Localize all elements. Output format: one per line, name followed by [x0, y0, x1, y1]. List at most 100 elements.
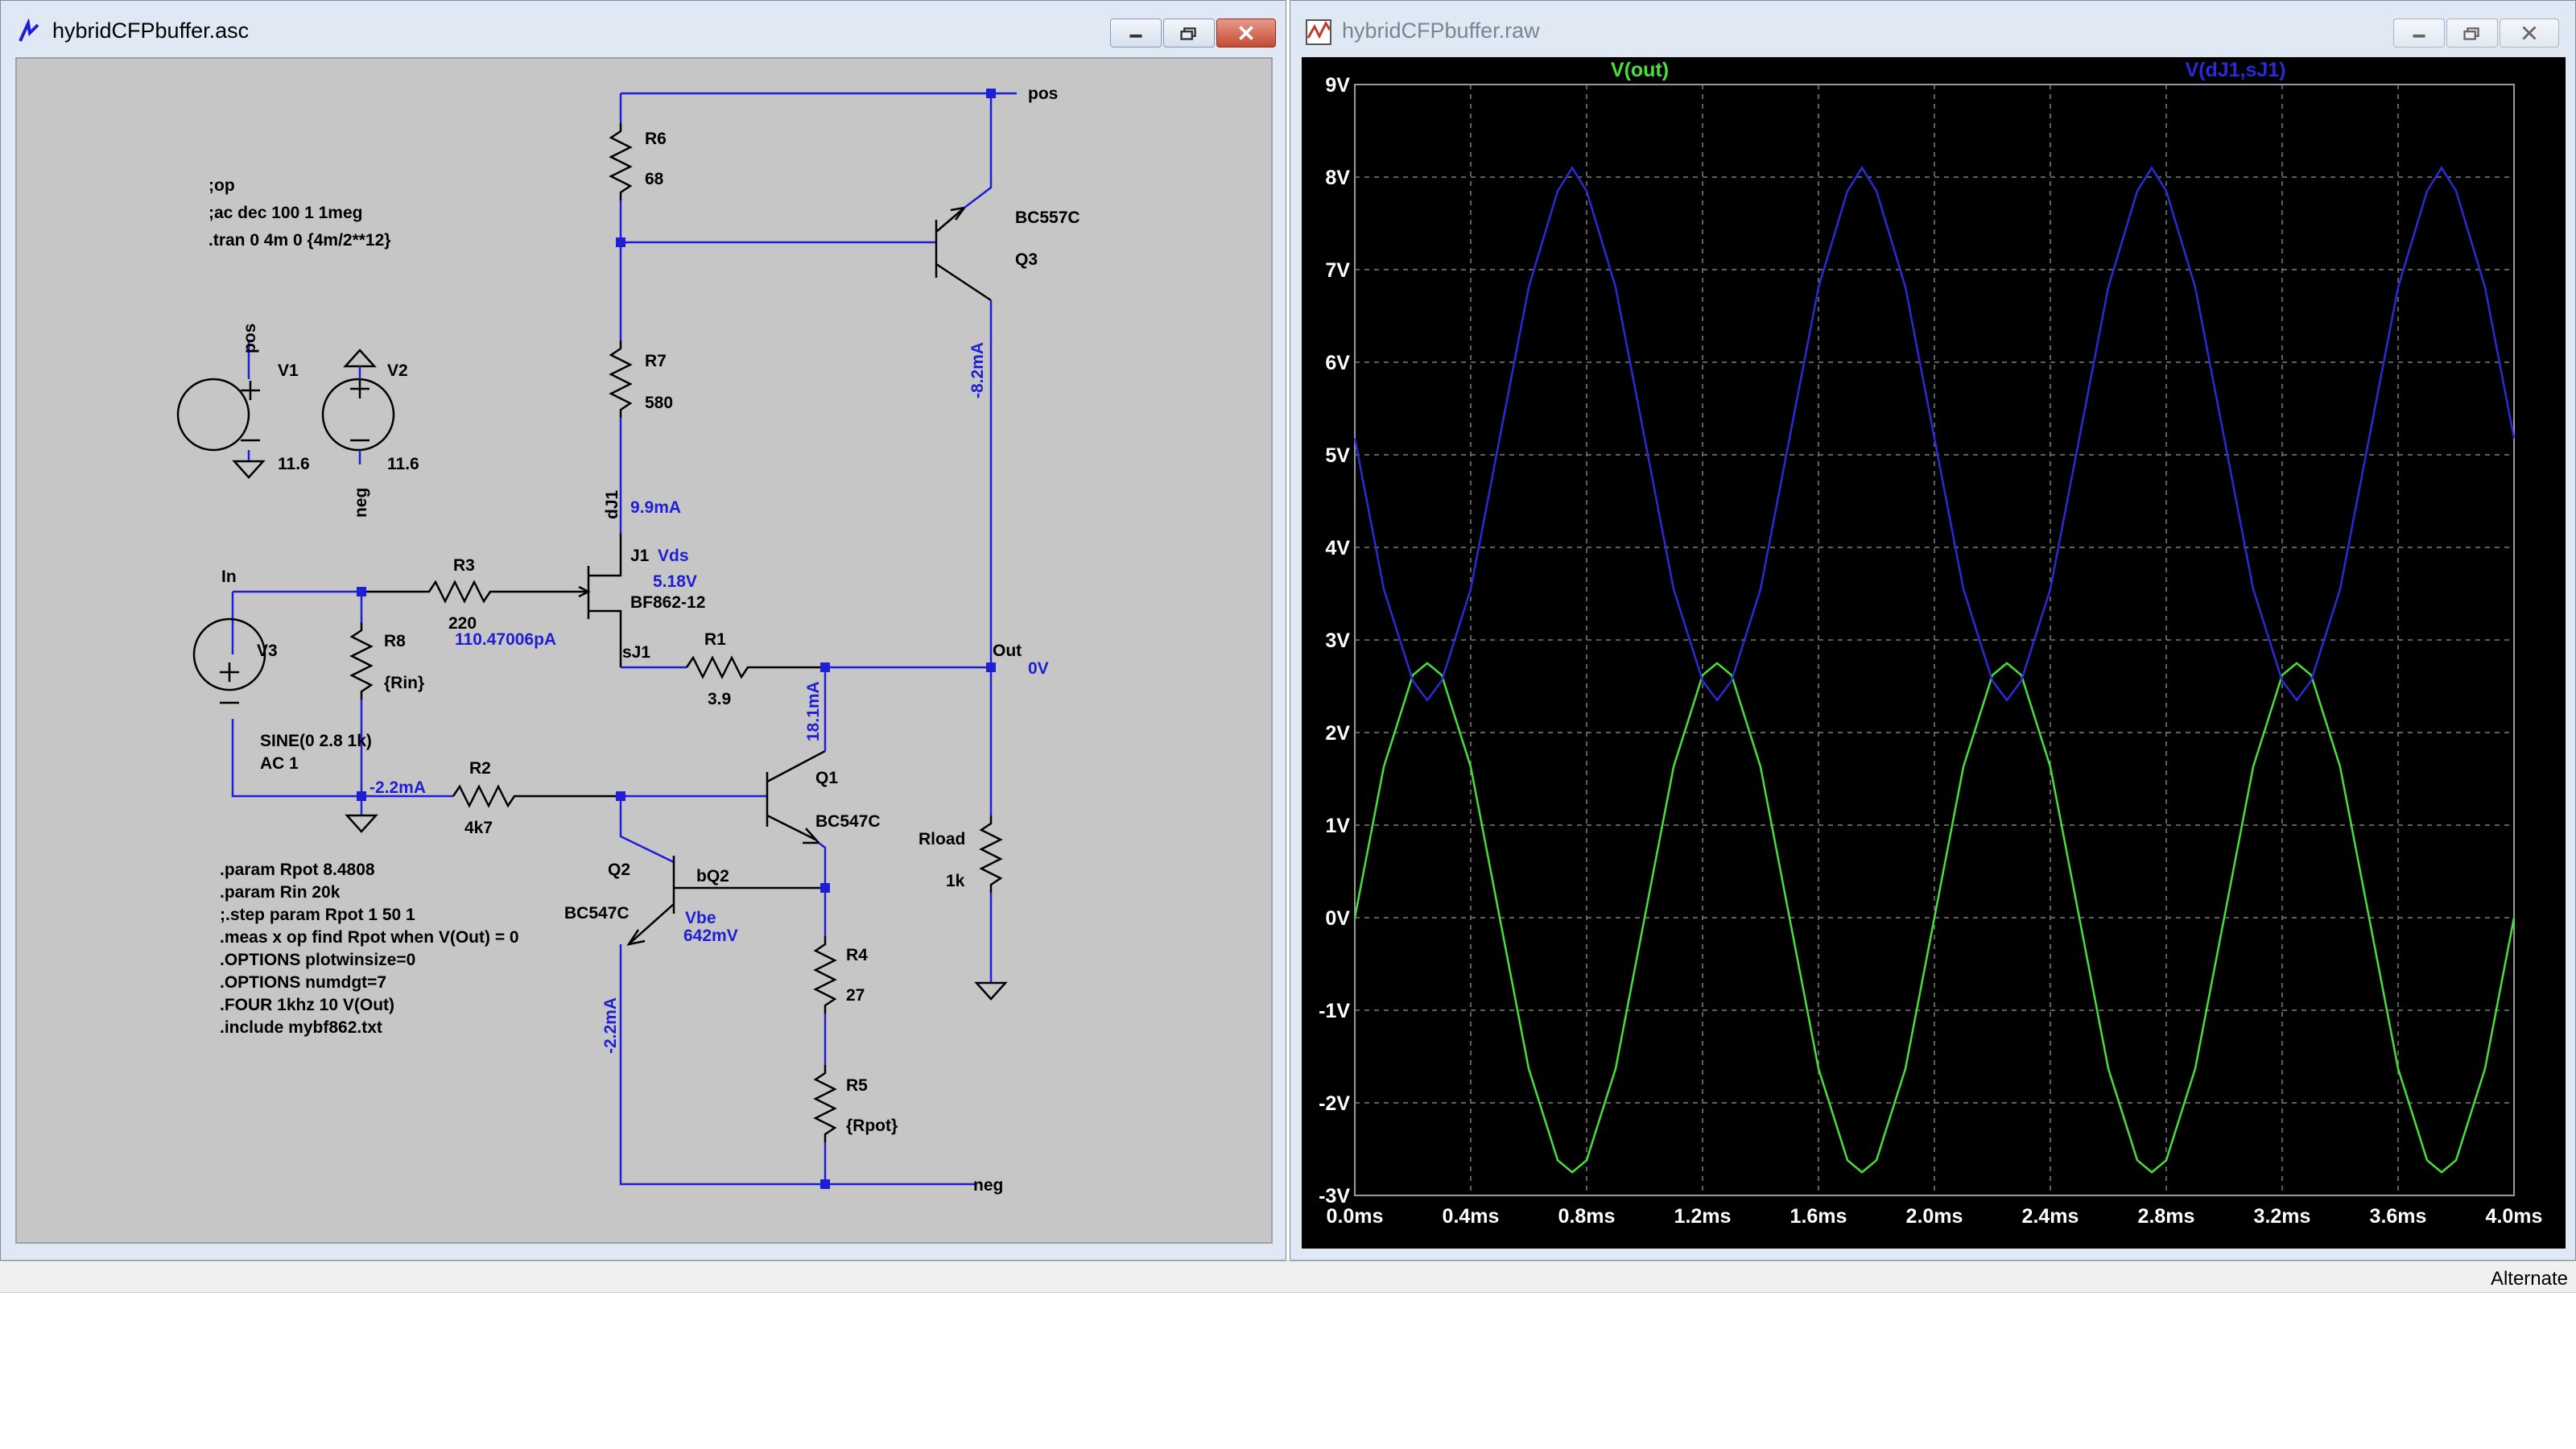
directive-tran: .tran 0 4m 0 {4m/2**12}	[208, 231, 390, 250]
restore-icon	[2463, 27, 2479, 40]
net-label-neg-v2: neg	[352, 488, 370, 518]
param-directive-4: .OPTIONS plotwinsize=0	[220, 951, 415, 969]
x-tick-label: 0.8ms	[1558, 1205, 1616, 1228]
q1-model: BC547C	[815, 812, 881, 831]
minimize-icon	[2413, 34, 2425, 38]
param-directive-1: .param Rin 20k	[220, 883, 341, 902]
net-label-bq2: bQ2	[696, 867, 729, 886]
y-tick-label: 5V	[1325, 444, 1350, 467]
r3-resistor-symbol	[361, 580, 569, 604]
r8-value: {Rin}	[384, 674, 424, 692]
x-tick-label: 2.4ms	[2022, 1205, 2079, 1228]
q3-transistor-symbol	[935, 207, 992, 302]
v1-value: 11.6	[278, 455, 310, 473]
j1-jfet-symbol	[587, 534, 622, 667]
restore-icon	[1180, 27, 1196, 40]
j1-gate-arrow	[569, 585, 591, 598]
annotation-gate-current: 110.47006pA	[455, 630, 556, 649]
v3-value: SINE(0 2.8 1k)	[260, 732, 372, 750]
x-tick-label: 3.6ms	[2370, 1205, 2427, 1228]
y-tick-label: 1V	[1325, 815, 1350, 837]
wire	[231, 719, 361, 798]
y-tick-label: 9V	[1325, 74, 1350, 97]
maximize-button[interactable]	[2446, 19, 2498, 47]
q2-transistor-symbol	[628, 856, 825, 945]
param-directive-5: .OPTIONS numdgt=7	[220, 973, 386, 992]
y-tick-label: 8V	[1325, 167, 1350, 189]
minimize-button[interactable]	[2393, 19, 2445, 47]
maximize-button[interactable]	[1163, 19, 1215, 47]
schematic-drawing: ;op ;ac dec 100 1 1meg .tran 0 4m 0 {4m/…	[176, 85, 1080, 1195]
net-label-sj1: sJ1	[622, 643, 650, 662]
y-tick-label: -2V	[1319, 1092, 1350, 1115]
rload-name: Rload	[919, 830, 965, 848]
trace-label[interactable]: V(out)	[1611, 59, 1669, 81]
q3-name: Q3	[1015, 250, 1038, 269]
net-label-out: Out	[993, 642, 1022, 660]
v3-plus	[220, 663, 239, 682]
annotation-r2-current: -2.2mA	[369, 778, 426, 797]
schematic-window-title: hybridCFPbuffer.asc	[52, 19, 250, 43]
annotation-vbe-label: Vbe	[685, 909, 716, 927]
x-tick-label: 3.2ms	[2254, 1205, 2311, 1228]
waveform-app-icon	[1306, 19, 1331, 45]
wire	[619, 944, 825, 1186]
r8-resistor-symbol	[349, 622, 374, 700]
r7-name: R7	[645, 352, 667, 370]
waveform-titlebar[interactable]: hybridCFPbuffer.raw	[1290, 1, 2575, 62]
y-tick-label: 6V	[1325, 352, 1350, 374]
v3-name: V3	[257, 642, 278, 660]
close-button[interactable]	[1216, 19, 1276, 47]
v3-source-symbol	[192, 617, 266, 691]
q3-model: BC557C	[1015, 208, 1080, 227]
j1-model: BF862-12	[630, 593, 705, 612]
r5-resistor-symbol	[813, 1065, 837, 1142]
v1-plus	[241, 381, 260, 400]
x-tick-label: 4.0ms	[2486, 1205, 2543, 1228]
q2-emitter-arrow	[626, 929, 646, 946]
close-button[interactable]	[2500, 19, 2559, 47]
q2-model: BC547C	[564, 904, 630, 923]
ground-r8	[345, 814, 378, 833]
v1-name: V1	[278, 361, 299, 380]
y-tick-label: -3V	[1319, 1185, 1350, 1208]
r8-name: R8	[384, 632, 406, 650]
close-icon	[1239, 26, 1253, 40]
q2-name: Q2	[608, 861, 630, 879]
x-tick-label: 0.0ms	[1327, 1205, 1384, 1228]
schematic-window[interactable]: hybridCFPbuffer.asc	[0, 0, 1286, 1261]
status-bar: Alternate	[0, 1261, 2576, 1293]
rload-value: 1k	[946, 872, 965, 890]
r4-resistor-symbol	[813, 936, 837, 1013]
annotation-dj1-current: 9.9mA	[630, 498, 681, 517]
param-directive-7: .include mybf862.txt	[220, 1018, 382, 1037]
net-label-in: In	[221, 568, 237, 586]
directive-op: ;op	[208, 176, 235, 195]
r3-name: R3	[453, 556, 475, 575]
ground-rload	[974, 981, 1008, 1001]
y-tick-label: 0V	[1325, 907, 1350, 930]
r1-name: R1	[704, 630, 726, 649]
x-tick-label: 2.8ms	[2138, 1205, 2195, 1228]
trace-label[interactable]: V(dJ1,sJ1)	[2185, 59, 2285, 81]
rload-resistor-symbol	[979, 815, 1003, 893]
q1-transistor-symbol	[766, 749, 826, 841]
close-icon	[2522, 26, 2537, 40]
schematic-titlebar[interactable]: hybridCFPbuffer.asc	[1, 1, 1286, 62]
y-tick-label: 4V	[1325, 537, 1350, 559]
x-tick-label: 2.0ms	[1906, 1205, 1963, 1228]
minimize-button[interactable]	[1110, 19, 1162, 47]
r4-name: R4	[846, 946, 868, 964]
v2-name: V2	[387, 361, 408, 380]
r1-resistor-symbol	[685, 655, 825, 679]
y-tick-label: 3V	[1325, 630, 1350, 652]
r5-value: {Rpot}	[846, 1117, 898, 1135]
r1-value: 3.9	[708, 690, 731, 708]
net-label-neg: neg	[973, 1176, 1003, 1195]
schematic-canvas[interactable]: ;op ;ac dec 100 1 1meg .tran 0 4m 0 {4m/…	[15, 57, 1273, 1244]
ltspice-schematic-icon	[19, 19, 39, 42]
r5-name: R5	[846, 1076, 868, 1095]
